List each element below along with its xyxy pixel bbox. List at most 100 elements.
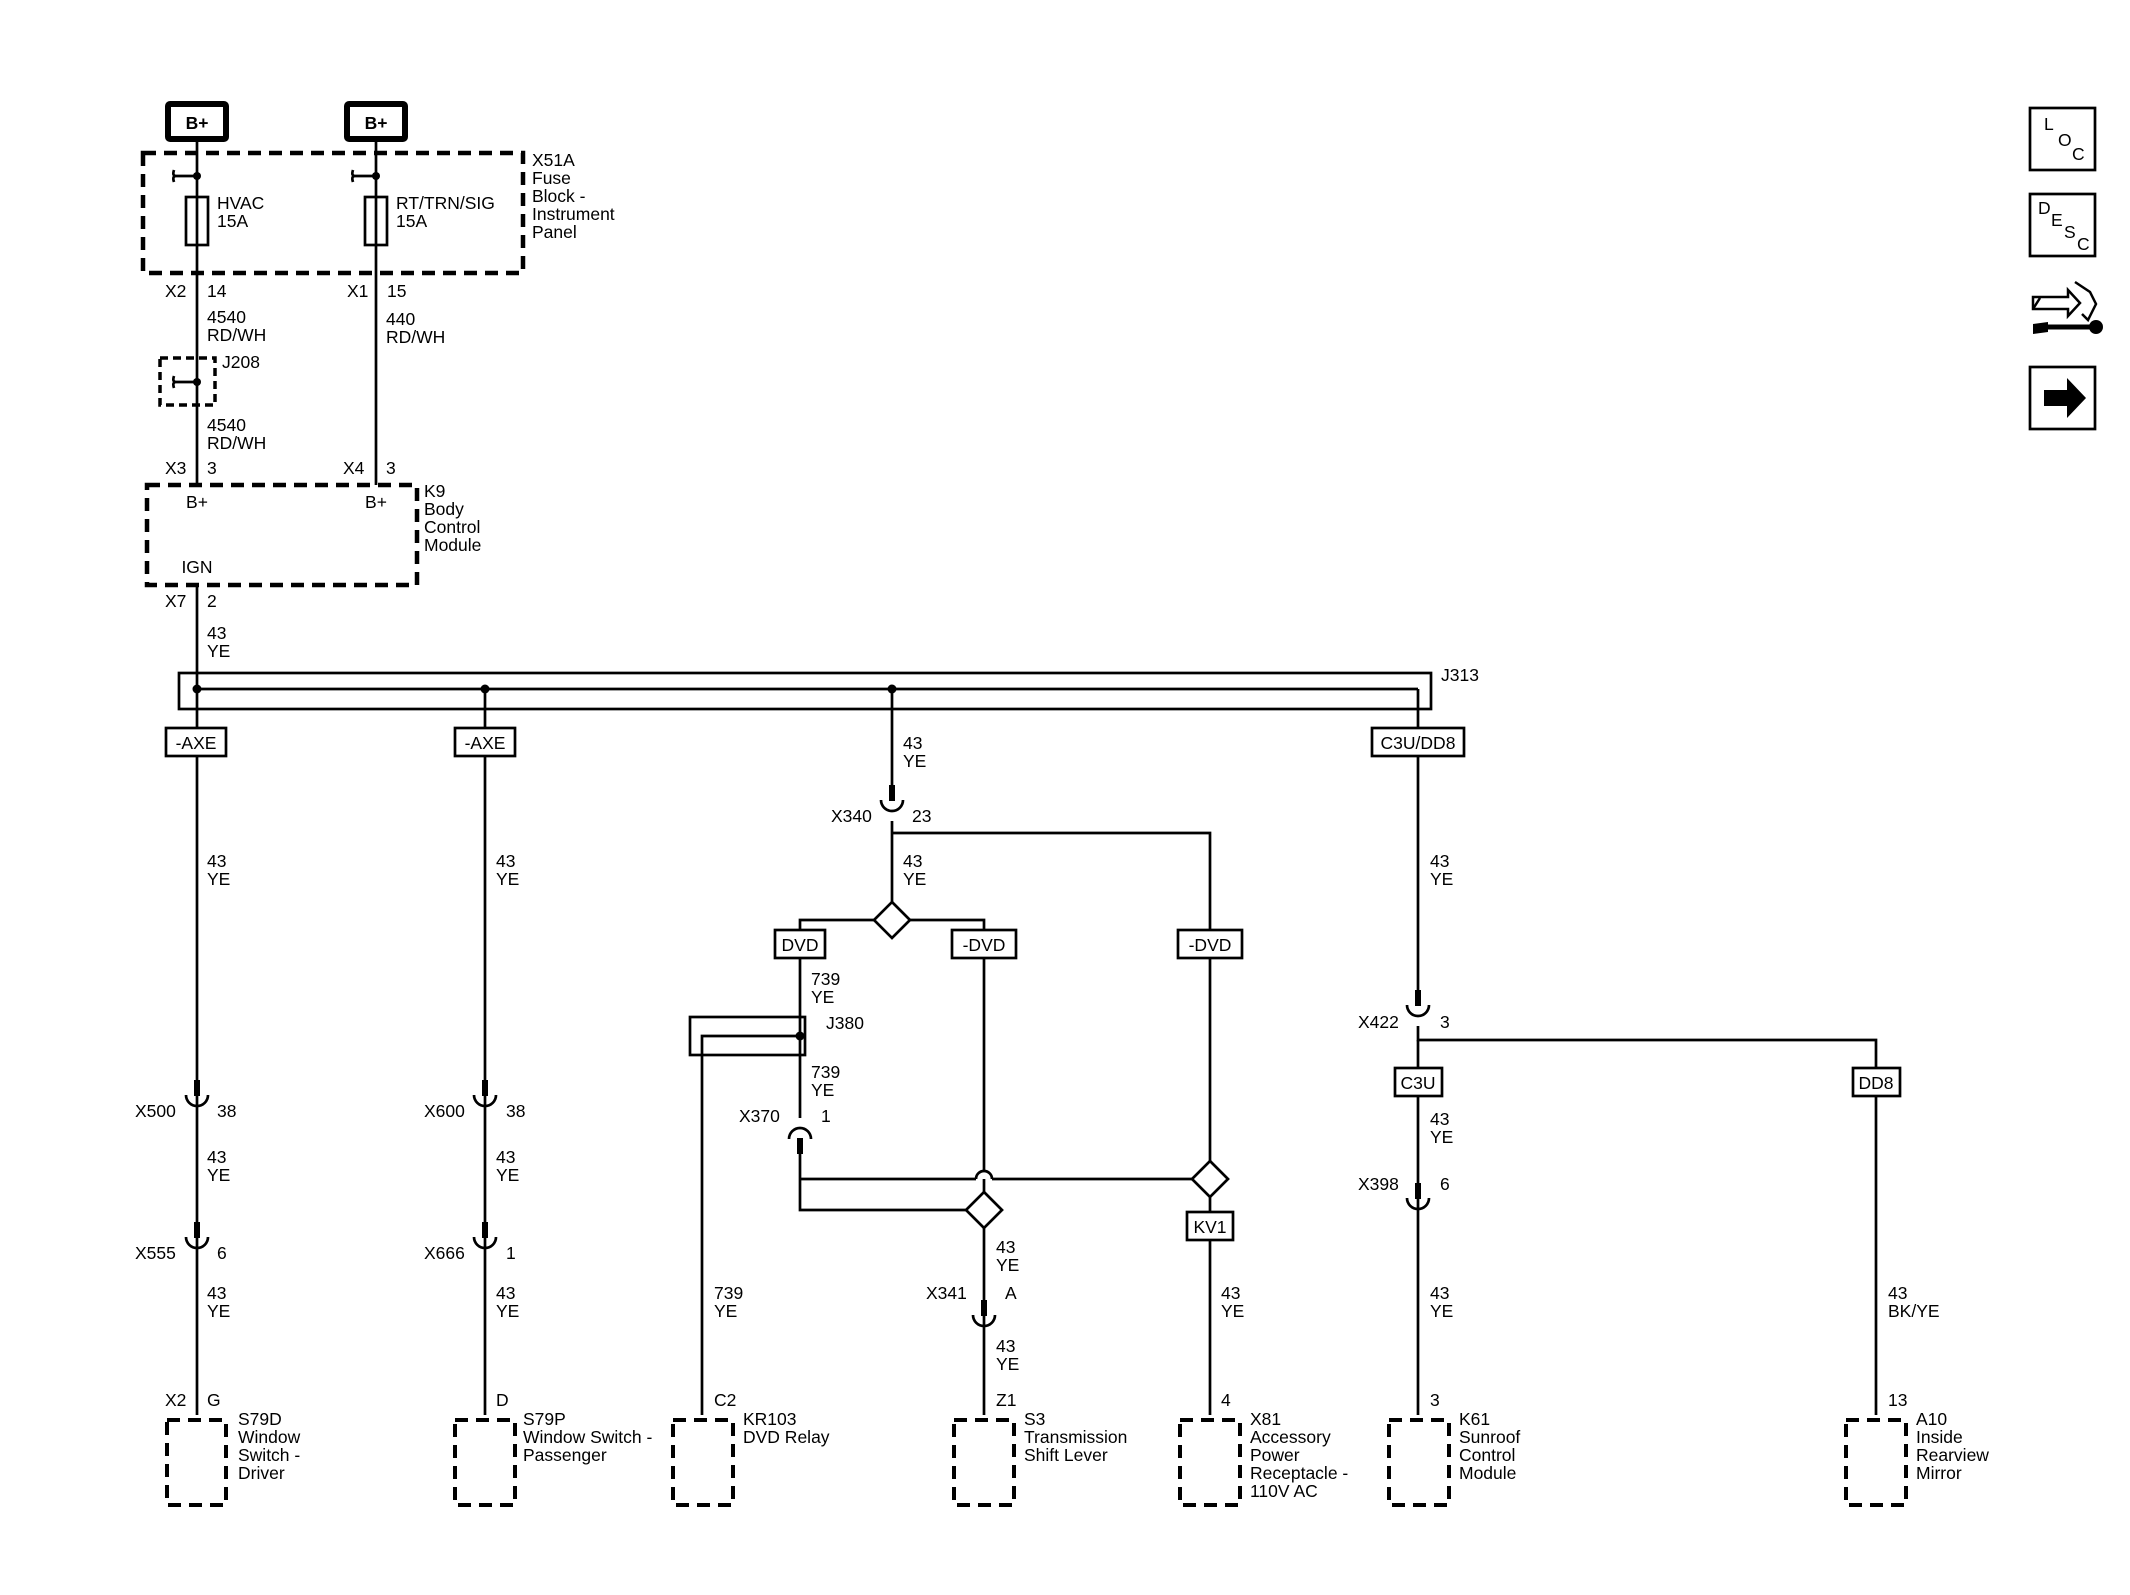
bplus-label-1: B+ <box>186 113 209 133</box>
s79p-label: S79P Window Switch - Passenger <box>523 1409 653 1465</box>
wire-4540-b-circuit: 4540 <box>207 415 246 435</box>
b2-w1-circuit: 43 <box>496 851 515 871</box>
s79d-pin: G <box>207 1390 221 1410</box>
next-arrow-button[interactable] <box>2028 365 2097 431</box>
x341-label: X341 <box>926 1283 967 1303</box>
loc-letter-c: C <box>2072 144 2085 164</box>
option-c3u-dd8-label: C3U/DD8 <box>1381 733 1456 753</box>
bcm-bplus-terminal-2: B+ <box>365 492 387 512</box>
bcm-bplus-terminal-1: B+ <box>186 492 208 512</box>
x398-pin: 6 <box>1440 1174 1450 1194</box>
s79p-component-box <box>453 1418 517 1507</box>
b3-43c-circuit: 43 <box>1221 1283 1240 1303</box>
x422-connector-icon <box>1407 990 1429 1016</box>
b3-739c-color: YE <box>714 1301 737 1321</box>
x555-label: X555 <box>135 1243 176 1263</box>
b3-w1-color: YE <box>903 869 926 889</box>
desc-button[interactable]: D E S C <box>2028 192 2097 258</box>
b3-43c-color: YE <box>1221 1301 1244 1321</box>
wire-4540-a-color: RD/WH <box>207 325 266 345</box>
b4-w1-color: YE <box>1430 869 1453 889</box>
svg-text:Block -: Block - <box>532 186 586 206</box>
b4-w1-circuit: 43 <box>1430 851 1449 871</box>
svg-text:Body: Body <box>424 499 464 519</box>
x370-pin: 1 <box>821 1106 831 1126</box>
svg-text:Inside: Inside <box>1916 1427 1963 1447</box>
arrow-right-icon <box>2044 378 2086 418</box>
b3-43b-color: YE <box>996 1354 1019 1374</box>
fuse-hvac-bus-icon <box>171 169 197 183</box>
x398-label: X398 <box>1358 1174 1399 1194</box>
loc-button[interactable]: L O C <box>2028 106 2097 172</box>
j313-label: J313 <box>1441 665 1479 685</box>
b1-w3-circuit: 43 <box>207 1283 226 1303</box>
x422-pin: 3 <box>1440 1012 1450 1032</box>
option-dvd-label: DVD <box>782 935 819 955</box>
x81-pin: 4 <box>1221 1390 1231 1410</box>
desc-letter-d: D <box>2038 198 2051 218</box>
bcm-ign-terminal: IGN <box>181 557 212 577</box>
svg-text:X81: X81 <box>1250 1409 1281 1429</box>
svg-text:S3: S3 <box>1024 1409 1045 1429</box>
bplus-label-2: B+ <box>365 113 388 133</box>
svg-text:Passenger: Passenger <box>523 1445 607 1465</box>
x340-pin: 23 <box>912 806 931 826</box>
b3-w1-circuit: 43 <box>903 851 922 871</box>
fuse-hvac-name: HVAC <box>217 193 264 213</box>
x370-connector-icon <box>789 1128 811 1154</box>
svg-text:Module: Module <box>1459 1463 1516 1483</box>
connector-repair-icon[interactable] <box>2031 280 2103 334</box>
bcm-x7-pin: 2 <box>207 591 217 611</box>
fuse-hvac-rating: 15A <box>217 211 248 231</box>
x666-pin: 1 <box>506 1243 516 1263</box>
svg-text:Rearview: Rearview <box>1916 1445 1989 1465</box>
s3-component-box <box>952 1418 1016 1507</box>
bcm-x4-pin: 3 <box>386 458 396 478</box>
svg-text:Shift Lever: Shift Lever <box>1024 1445 1108 1465</box>
wire-440-circuit: 440 <box>386 309 415 329</box>
option-ndvd-2-label: -DVD <box>1189 935 1232 955</box>
bcm-x3-connector: X3 <box>165 458 186 478</box>
svg-text:Window Switch -: Window Switch - <box>523 1427 653 1447</box>
k61-pin: 3 <box>1430 1390 1440 1410</box>
x341-pin: A <box>1005 1283 1017 1303</box>
b2-w1-color: YE <box>496 869 519 889</box>
b3-43b-circuit: 43 <box>996 1336 1015 1356</box>
svg-text:Sunroof: Sunroof <box>1459 1427 1520 1447</box>
svg-text:Transmission: Transmission <box>1024 1427 1127 1447</box>
split-diamond-1 <box>872 900 912 940</box>
b1-w1-circuit: 43 <box>207 851 226 871</box>
option-axe-2 <box>453 726 517 758</box>
b2-w3-circuit: 43 <box>496 1283 515 1303</box>
b2-w2-circuit: 43 <box>496 1147 515 1167</box>
j208-label: J208 <box>222 352 260 372</box>
a10-pin: 13 <box>1888 1390 1907 1410</box>
fuse-rt-pin: 15 <box>387 281 406 301</box>
svg-text:Power: Power <box>1250 1445 1300 1465</box>
wire-440-color: RD/WH <box>386 327 445 347</box>
svg-text:S79P: S79P <box>523 1409 566 1429</box>
x422-label: X422 <box>1358 1012 1399 1032</box>
j380-label: J380 <box>826 1013 864 1033</box>
loc-letter-l: L <box>2044 114 2054 134</box>
b3-w0-circuit: 43 <box>903 733 922 753</box>
x81-label: X81 Accessory Power Receptacle - 110V AC <box>1250 1409 1348 1501</box>
b3-739b-color: YE <box>811 1080 834 1100</box>
option-axe-1 <box>164 726 228 758</box>
s79d-label: S79D Window Switch - Driver <box>238 1409 301 1483</box>
s79d-component-box <box>165 1418 228 1507</box>
x666-label: X666 <box>424 1243 465 1263</box>
b3-739b-circuit: 739 <box>811 1062 840 1082</box>
kr103-pin: C2 <box>714 1390 736 1410</box>
j208-splice-icon <box>171 375 197 389</box>
fuse-block-outline <box>140 150 526 276</box>
k61-label: K61 Sunroof Control Module <box>1459 1409 1520 1483</box>
svg-text:Control: Control <box>424 517 480 537</box>
svg-text:Receptacle -: Receptacle - <box>1250 1463 1348 1483</box>
split-diamond-2 <box>964 1190 1004 1230</box>
b4-w2-circuit: 43 <box>1430 1109 1449 1129</box>
desc-letter-e: E <box>2051 210 2063 230</box>
b4-w4-color: BK/YE <box>1888 1301 1940 1321</box>
svg-text:Window: Window <box>238 1427 301 1447</box>
